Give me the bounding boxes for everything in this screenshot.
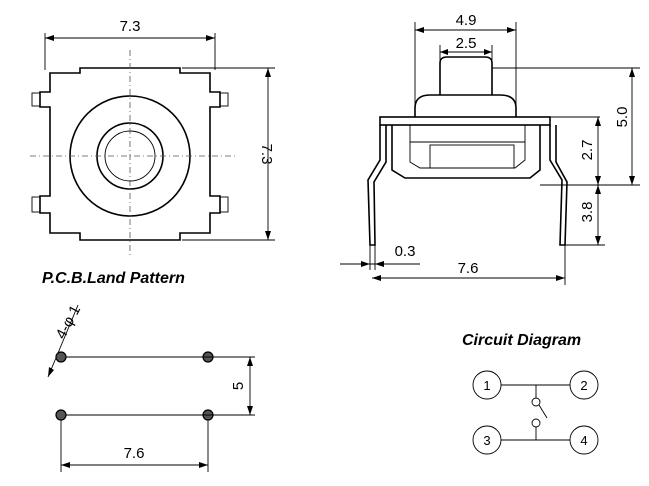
dim-top-height: 7.3 <box>258 144 275 165</box>
dim-lead-span-arrow-right <box>556 275 565 281</box>
dim-side-lead-length: 3.8 <box>579 202 596 223</box>
dim-body-height-arrow-top <box>595 117 601 126</box>
dim-pitch-x-arrow-left <box>61 462 70 468</box>
dim-top-width: 7.3 <box>120 18 141 35</box>
dim-total-height-arrow-top <box>629 68 635 77</box>
dim-overall-width-arrow-right <box>507 27 516 33</box>
dim-height-arrow-bottom <box>265 231 271 240</box>
top-view: 7.3 7.3 <box>30 18 275 255</box>
dim-pitch-y-arrow-bottom <box>247 406 253 415</box>
dim-side-overall-width: 4.9 <box>456 12 477 29</box>
circuit-title: Circuit Diagram <box>462 332 581 349</box>
dim-side-total-height: 5.0 <box>614 107 631 128</box>
dim-body-height-arrow-bottom <box>595 176 601 185</box>
dim-actuator-arrow-right <box>484 49 492 55</box>
dim-lead-length-arrow-bottom <box>595 236 601 245</box>
dim-pitch-x-arrow-right <box>199 462 208 468</box>
circuit-pin-4: 4 <box>580 433 587 448</box>
side-view-stem <box>429 144 515 169</box>
dim-total-height-arrow-bottom <box>629 176 635 185</box>
dim-side-actuator-width: 2.5 <box>456 35 477 52</box>
pcb-hole-spec: 4-φ 1 <box>53 302 85 341</box>
dim-side-lead-span: 7.6 <box>458 260 479 277</box>
dim-height-arrow-top <box>265 68 271 77</box>
pcb-land-pattern: P.C.B.Land Pattern 4-φ 1 5 7.6 <box>42 270 255 472</box>
dim-pitch-y-arrow-top <box>247 357 253 366</box>
side-view-lead-right <box>549 125 568 246</box>
dim-lead-thickness-arrow-left <box>361 261 370 267</box>
dim-side-lead-thickness: 0.3 <box>395 243 416 260</box>
dim-overall-width-arrow-left <box>415 27 424 33</box>
top-view-body-outline <box>39 67 221 241</box>
circuit-diagram: Circuit Diagram 1 2 3 4 <box>462 332 599 455</box>
pcb-hole-top-left <box>55 351 67 363</box>
side-view-lead-left <box>367 125 387 246</box>
circuit-pin-3-circle <box>472 425 502 455</box>
circuit-contact-bottom <box>531 418 541 428</box>
side-view-body-inner <box>409 125 526 169</box>
dim-width-arrow-left <box>45 35 54 41</box>
circuit-contact-top <box>531 397 541 407</box>
hole-spec-arrow <box>48 367 54 377</box>
terminal-bottom-left <box>31 196 41 213</box>
dim-lead-thickness-arrow-right <box>375 261 384 267</box>
circuit-pin-2: 2 <box>580 378 587 393</box>
pcb-pitch-y: 5 <box>230 382 247 390</box>
hole-spec-leader <box>47 304 79 378</box>
side-view-dome <box>414 94 517 117</box>
side-view-top-plate <box>379 116 551 126</box>
side-view-actuator <box>439 56 493 95</box>
dim-lead-length-arrow-top <box>595 185 601 194</box>
terminal-top-left <box>31 92 41 107</box>
terminal-bottom-right <box>219 196 229 213</box>
terminal-top-right <box>219 92 229 107</box>
pcb-hole-bottom-left <box>55 409 67 421</box>
pcb-title: P.C.B.Land Pattern <box>42 270 185 287</box>
side-view-body <box>391 125 541 179</box>
dim-actuator-arrow-left <box>440 49 448 55</box>
circuit-pin-2-circle <box>569 370 599 400</box>
dim-side-body-height: 2.7 <box>579 140 596 161</box>
side-view: 4.9 2.5 5.0 2.7 3.8 0.3 <box>340 12 640 285</box>
dim-lead-span-arrow-left <box>372 275 381 281</box>
circuit-pin-1: 1 <box>483 378 490 393</box>
circuit-pin-3: 3 <box>483 433 490 448</box>
circuit-pin-4-circle <box>569 425 599 455</box>
circuit-pin-1-circle <box>472 370 502 400</box>
circuit-switch-lever <box>538 404 548 419</box>
pcb-pitch-x: 7.6 <box>124 445 145 462</box>
dim-width-arrow-right <box>206 35 215 41</box>
